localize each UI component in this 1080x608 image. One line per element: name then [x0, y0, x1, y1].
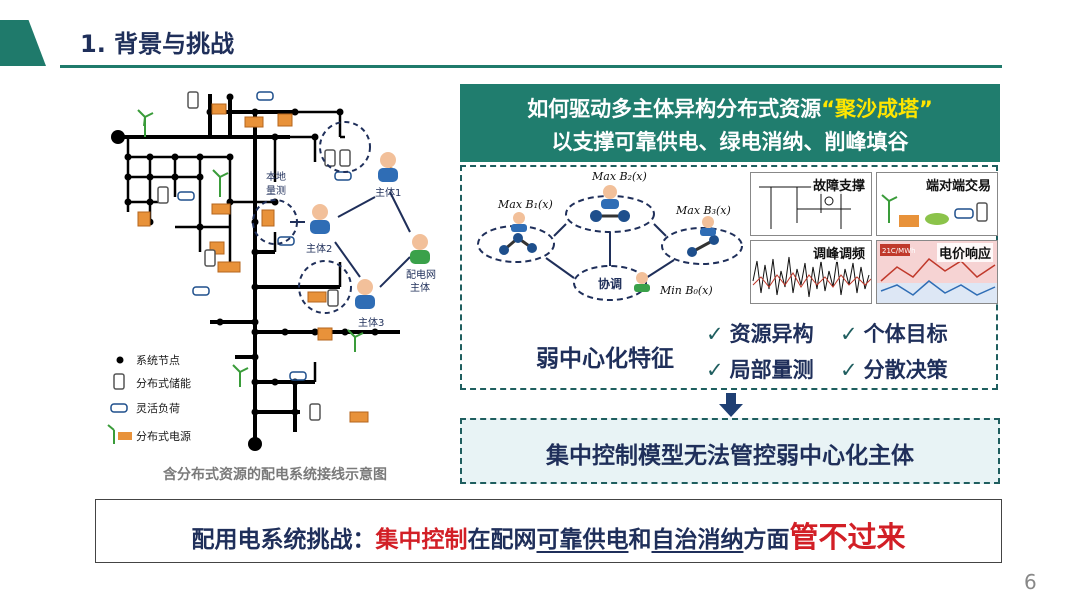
min-b0-label: Min B₀(x) [659, 284, 713, 297]
grid-agent-label-line2: 主体 [410, 282, 430, 294]
peak-regulation-thumbnail: 调峰调频 [750, 240, 872, 304]
local-measure-label-line2: 量测 [266, 184, 286, 197]
storage-icon [113, 373, 125, 390]
legend-load-label: 灵活负荷 [136, 401, 180, 415]
network-diagram-caption: 含分布式资源的配电系统接线示意图 [163, 467, 387, 483]
weak-centralization-title: 弱中心化特征 [536, 346, 674, 372]
banner-highlight: “聚沙成塔” [821, 97, 933, 121]
price-tag: 21C/MWh [882, 247, 916, 255]
multi-agent-coordination-diagram: Max B₁(x) Max B₂(x) Max B₃(x) Min B₀(x) … [477, 170, 743, 301]
agent-1-label: 主体1 [375, 187, 401, 199]
price-response-label: 电价响应 [936, 243, 993, 262]
max-b1-label: Max B₁(x) [497, 198, 553, 211]
p2p-trading-icon [881, 194, 988, 227]
agent-2-label: 主体2 [306, 243, 332, 255]
feature-individual-goal: ✓个体目标 [840, 322, 948, 346]
check-icon: ✓ [706, 358, 724, 382]
check-icon: ✓ [840, 358, 858, 382]
challenge-statement: 配用电系统挑战：集中控制在配网可靠供电和自治消纳方面管不过来 [191, 520, 906, 554]
down-arrow-icon [719, 393, 743, 417]
fault-support-thumbnail: 故障支撑 [750, 172, 872, 236]
legend-source-label: 分布式电源 [136, 429, 191, 443]
banner-line-1: 如何驱动多主体异构分布式资源“聚沙成塔” [527, 97, 933, 121]
feature-heterogeneous: ✓资源异构 [706, 322, 814, 346]
max-b2-label: Max B₂(x) [591, 170, 647, 183]
price-response-thumbnail: 21C/MWh 电价响应 [876, 240, 998, 304]
check-icon: ✓ [706, 322, 724, 346]
agent-3-label: 主体3 [358, 317, 384, 329]
wind-solar-icon [107, 424, 132, 444]
feature-distributed-decision: ✓分散决策 [840, 358, 948, 382]
page-number: 6 [1024, 570, 1037, 594]
coordination-label: 协调 [598, 276, 622, 291]
question-banner: 如何驱动多主体异构分布式资源“聚沙成塔” 以支撑可靠供电、绿电消纳、削峰填谷 [460, 84, 1000, 162]
corner-tab-decoration [0, 20, 46, 66]
title-rule [60, 65, 1002, 68]
frequency-signal-icon [752, 256, 871, 298]
page-title: 1. 背景与挑战 [80, 30, 235, 58]
coordinator-person-icon [511, 185, 716, 292]
grid-agent-label-line1: 配电网 [406, 268, 436, 281]
p2p-trading-label: 端对端交易 [923, 175, 993, 194]
banner-line-2: 以支撑可靠供电、绿电消纳、削峰填谷 [551, 130, 909, 154]
feature-local-measure: ✓局部量测 [706, 358, 814, 382]
legend-node-label: 系统节点 [136, 354, 180, 367]
distribution-network-diagram: 本地 量测 主体1 主体2 主体3 配电网 主体 系统节点 分布式储能 灵活负荷… [107, 91, 436, 451]
check-icon: ✓ [840, 322, 858, 346]
challenge-statement-box: 配用电系统挑战：集中控制在配网可靠供电和自治消纳方面管不过来 [95, 499, 1002, 563]
p2p-trading-thumbnail: 端对端交易 [876, 172, 998, 236]
conclusion-box: 集中控制模型无法管控弱中心化主体 [460, 418, 1000, 484]
fault-support-label: 故障支撑 [810, 175, 867, 194]
peak-regulation-label: 调峰调频 [810, 243, 867, 262]
flexible-load-icon [110, 403, 128, 413]
conclusion-text: 集中控制模型无法管控弱中心化主体 [546, 443, 914, 469]
legend-storage-label: 分布式储能 [136, 376, 191, 390]
local-measure-label-line1: 本地 [266, 170, 286, 183]
max-b3-label: Max B₃(x) [675, 204, 731, 217]
